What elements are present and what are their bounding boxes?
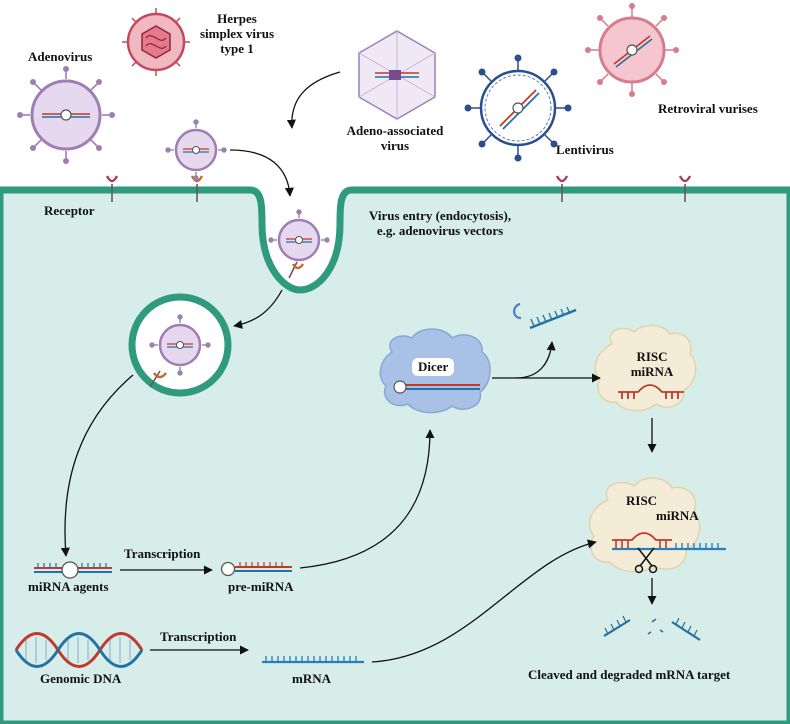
- virus-entry-label-line-2: e.g. adenovirus vectors: [376, 222, 504, 238]
- risc-bottom-label-line-1: RISC: [626, 493, 658, 508]
- genomic-dna-label: Genomic DNA: [40, 671, 122, 686]
- adenovirus-label: Adenovirus: [28, 49, 93, 64]
- endocytosing-virus-icon: [268, 209, 330, 279]
- mirna-agents-label: miRNA agents: [28, 579, 109, 594]
- dicer-label: Dicer: [412, 358, 455, 376]
- herpes-label-line-1: Herpes: [217, 11, 257, 26]
- retrovirus-icon: [585, 3, 679, 97]
- dna-helix-icon: [14, 632, 144, 668]
- transcription-label-1: Transcription: [124, 546, 201, 561]
- mirna-agents-icon: [34, 561, 112, 579]
- pre-mirna-icon: [220, 561, 292, 577]
- receptor-icons: [105, 175, 692, 202]
- mrna-label: mRNA: [292, 671, 331, 686]
- adenovirus-icon: [17, 66, 115, 164]
- aav-label: Adeno-associated virus: [330, 123, 460, 154]
- scissors-icon: [634, 547, 658, 574]
- risc-top-label: RISC miRNA: [622, 349, 682, 380]
- cell-body: [0, 186, 790, 724]
- herpes-label: Herpes simplex virus type 1: [182, 11, 292, 57]
- lentivirus-label: Lentivirus: [556, 142, 614, 157]
- aav-icon: [358, 30, 436, 120]
- cleaved-label: Cleaved and degraded mRNA target: [528, 667, 731, 682]
- risc-mirna-top-icon: [618, 384, 684, 399]
- herpes-virus-icon: [122, 8, 190, 76]
- virus-entry-label: Virus entry (endocytosis), e.g. adenovir…: [355, 208, 525, 239]
- risc-mirna-bottom-icon: [612, 532, 726, 551]
- herpes-label-line-3: type 1: [220, 40, 254, 56]
- released-fragment-icon: [513, 302, 577, 330]
- risc-top-label-line-1: RISC: [636, 349, 668, 364]
- risc-bottom-label: RISC miRNA: [626, 493, 699, 524]
- pre-mirna-label: pre-miRNA: [228, 579, 294, 594]
- aav-label-line-1: Adeno-associated: [346, 123, 444, 138]
- lentivirus-icon: [464, 54, 572, 162]
- risc-bottom-label-line-2: miRNA: [656, 507, 699, 523]
- degraded-fragments-icon: [603, 615, 701, 641]
- flow-arrows: [60, 71, 657, 663]
- retroviral-label: Retroviral vurises: [658, 101, 758, 116]
- risc-complex-top-icon: [594, 324, 697, 412]
- receptor-label: Receptor: [44, 203, 95, 218]
- virus-entry-label-line-1: Virus entry (endocytosis),: [368, 208, 512, 223]
- aav-label-line-2: virus: [380, 137, 410, 153]
- approaching-virus-icon: [165, 119, 227, 181]
- herpes-label-line-2: simplex virus: [199, 25, 275, 41]
- mrna-strand-icon: [262, 656, 364, 664]
- endosome-icon: [128, 293, 232, 397]
- risc-top-label-line-2: miRNA: [630, 363, 674, 379]
- transcription-label-2: Transcription: [160, 629, 237, 644]
